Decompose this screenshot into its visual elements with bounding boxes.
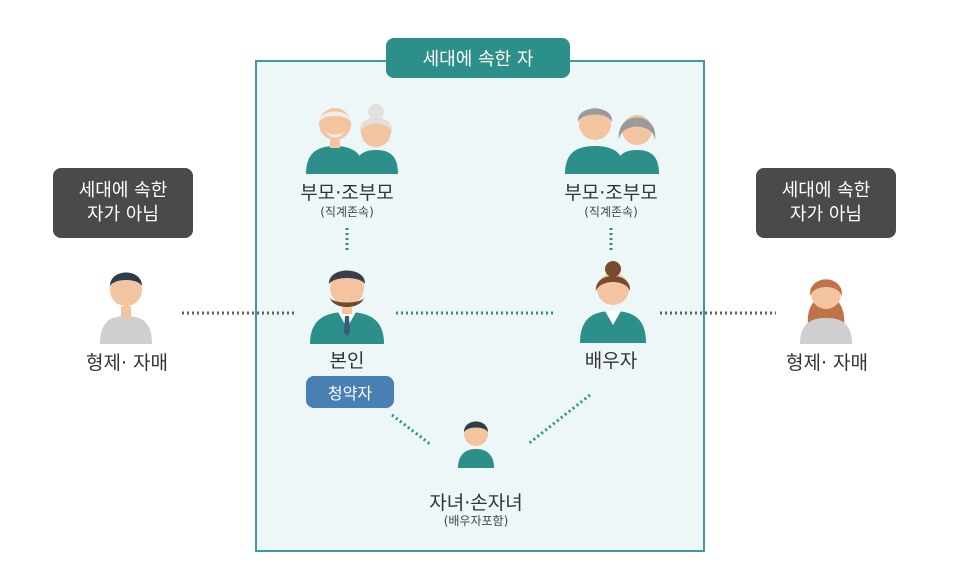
parents-left-sublabel: (직계존속)	[320, 205, 374, 219]
household-title-pill: 세대에 속한 자	[386, 38, 570, 78]
applicant-badge: 청약자	[306, 376, 394, 408]
grandparents-left-icon	[306, 104, 398, 174]
sibling-left-boy-icon	[100, 272, 152, 344]
sibling-right-girl-icon	[800, 279, 852, 344]
not-household-box-left: 세대에 속한 자가 아님	[53, 168, 193, 238]
self-man-icon	[310, 270, 384, 344]
grandparents-right-icon	[565, 108, 659, 174]
sibling-left-label: 형제· 자매	[86, 352, 168, 374]
self-label: 본인	[329, 350, 365, 372]
parents-left-label: 부모·조부모	[300, 182, 394, 204]
connector-self-children	[391, 413, 431, 446]
spouse-label: 배우자	[584, 350, 638, 372]
not-household-right-line2: 자가 아님	[790, 204, 862, 225]
children-label: 자녀·손자녀	[429, 492, 523, 514]
not-household-right-line1: 세대에 속한	[781, 180, 871, 201]
sibling-right-label: 형제· 자매	[786, 352, 868, 374]
children-sublabel: (배우자포함)	[443, 514, 509, 528]
not-household-box-right: 세대에 속한 자가 아님	[756, 168, 896, 238]
not-household-left-line2: 자가 아님	[87, 204, 159, 225]
inside-connectors	[345, 228, 613, 446]
spouse-woman-icon	[580, 261, 646, 343]
parents-right-label: 부모·조부모	[564, 182, 658, 204]
child-icon	[458, 421, 494, 468]
not-household-left-line1: 세대에 속한	[78, 180, 168, 201]
parents-right-sublabel: (직계존속)	[584, 205, 638, 219]
connector-spouse-children	[527, 393, 591, 446]
